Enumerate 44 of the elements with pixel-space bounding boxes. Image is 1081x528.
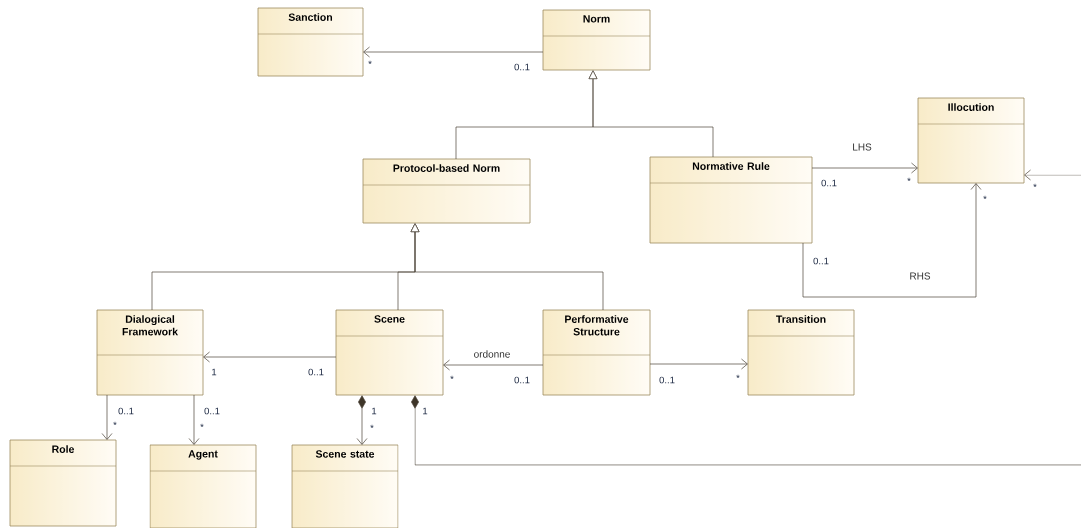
multiplicity-label: 0..1 bbox=[308, 368, 324, 376]
class-box: Normative Rule bbox=[649, 156, 813, 244]
multiplicity-label: 0..1 bbox=[659, 376, 675, 384]
class-box: Norm bbox=[542, 9, 651, 71]
class-box: Scene bbox=[335, 309, 444, 396]
multiplicity-label: 0..1 bbox=[514, 376, 530, 384]
association-arrow bbox=[443, 359, 544, 371]
multiplicity-label: 0..1 bbox=[118, 407, 134, 415]
multiplicity-label: * bbox=[200, 423, 204, 428]
multiplicity-label: * bbox=[1033, 183, 1037, 188]
generalization-arrow bbox=[588, 70, 714, 158]
class-box: Role bbox=[9, 439, 117, 527]
class-box: Protocol-based Norm bbox=[362, 158, 531, 224]
edge-label: LHS bbox=[851, 142, 873, 152]
multiplicity-label: 0..1 bbox=[813, 257, 829, 265]
multiplicity-label: 0..1 bbox=[821, 179, 837, 187]
association-arrow bbox=[203, 351, 337, 363]
multiplicity-label: 1 bbox=[212, 368, 217, 376]
multiplicity-label: 0..1 bbox=[204, 407, 220, 415]
multiplicity-label: 1 bbox=[423, 407, 428, 415]
association-arrow bbox=[188, 394, 200, 445]
class-box: Dialogical Framework bbox=[96, 309, 204, 396]
association-arrow bbox=[649, 358, 748, 370]
multiplicity-label: * bbox=[113, 421, 117, 426]
multiplicity-label: 0..1 bbox=[514, 63, 530, 71]
class-box: Agent bbox=[149, 444, 257, 528]
class-box: Scene state bbox=[291, 444, 399, 528]
composition-arrow bbox=[356, 395, 368, 445]
edge-label: ordonne bbox=[472, 349, 512, 359]
class-box: Illocution bbox=[917, 97, 1025, 184]
class-box: Transition bbox=[747, 309, 855, 396]
generalization-arrow bbox=[410, 223, 604, 311]
multiplicity-label: * bbox=[368, 60, 372, 65]
class-box: Sanction bbox=[257, 7, 364, 77]
multiplicity-label: 1 bbox=[372, 407, 377, 415]
multiplicity-label: * bbox=[983, 195, 987, 200]
association-arrow bbox=[811, 162, 918, 174]
multiplicity-label: * bbox=[370, 424, 374, 429]
edge-label: RHS bbox=[908, 271, 932, 281]
class-box: Performative Structure bbox=[542, 309, 651, 396]
composition-arrow bbox=[411, 395, 1081, 466]
association-arrow bbox=[802, 183, 982, 298]
association-arrow bbox=[363, 46, 544, 58]
association-arrow bbox=[101, 394, 113, 440]
